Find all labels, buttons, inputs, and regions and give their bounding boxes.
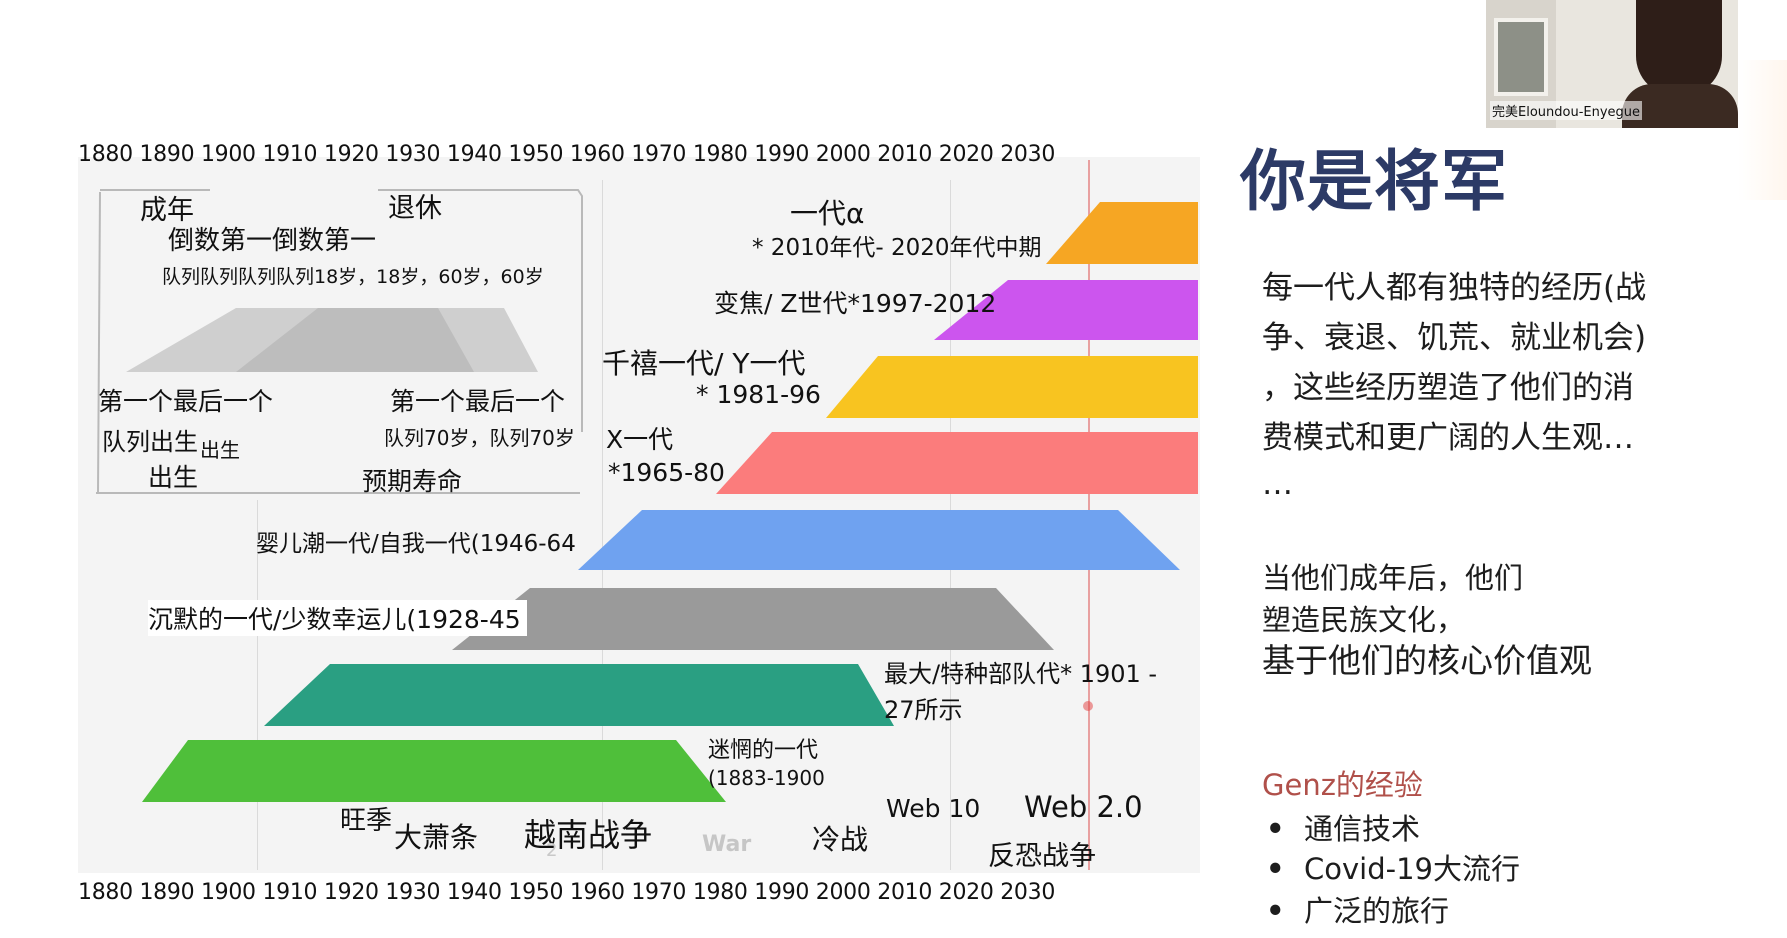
top-year-axis: 1880 1890 1900 1910 1920 1930 1940 1950 … (78, 142, 1056, 167)
bottom-year-axis: 1880 1890 1900 1910 1920 1930 1940 1950 … (78, 880, 1056, 905)
gridline-1960 (602, 180, 603, 870)
slide-title: 你是将军 (1240, 143, 1508, 220)
event-anti-terror: 反恐战争 (988, 841, 1096, 872)
boomer-label: 婴儿潮一代/自我一代(1946-64 (256, 531, 576, 557)
para1-line2: 争、衰退、饥荒、就业机会) (1262, 320, 1647, 356)
legend-box-frame (97, 189, 583, 493)
bullet-item-1: • 通信技术 (1266, 806, 1420, 848)
band-millennial (826, 356, 1198, 418)
silent-label: 沉默的一代/少数幸运儿(1928-45 (148, 600, 527, 636)
bullet-text: 广泛的旅行 (1304, 894, 1450, 928)
genx-label: X一代 (606, 425, 674, 454)
para1-line3: ，这些经历塑造了他们的消 (1262, 370, 1634, 406)
participant-head (1636, 0, 1722, 96)
bullet-item-3: • 广泛的旅行 (1266, 888, 1449, 930)
para1-line1: 每一代人都有独特的经历(战 (1262, 270, 1647, 306)
para1-line5: … (1262, 466, 1293, 502)
genz-label: 变焦/ Z世代*1997-2012 (714, 289, 997, 318)
genx-years: *1965-80 (608, 458, 725, 487)
current-year-marker (1083, 701, 1093, 711)
genz-experience-heading: Genz的经验 (1262, 768, 1423, 802)
bullet-text: Covid-19大流行 (1304, 852, 1520, 886)
legend-first-last-right: 第一个最后一个 (390, 387, 566, 416)
band-greatest (264, 664, 894, 726)
alpha-years: * 2010年代- 2020年代中期 (752, 235, 1042, 261)
alpha-label: 一代α (790, 197, 865, 230)
legend-countdown-label: 倒数第一倒数第一 (168, 226, 377, 256)
para1-line4: 费模式和更广阔的人生观… (1262, 420, 1634, 456)
bullet-item-2: • Covid-19大流行 (1266, 846, 1520, 888)
band-lost (142, 740, 726, 802)
video-edge-fade (1738, 60, 1787, 200)
legend-queue-70: 队列70岁，队列70岁 (384, 426, 575, 450)
participant-name-label: 完美Eloundou-Enyegue (1490, 101, 1643, 120)
para2-line2: 塑造民族文化， (1262, 603, 1466, 637)
bullet-text: 通信技术 (1304, 812, 1421, 846)
bullet-dot: • (1266, 812, 1285, 846)
legend-example-core (236, 308, 474, 372)
bullet-dot: • (1266, 852, 1285, 886)
event-war-faint: War (702, 832, 752, 857)
legend-first-last-left: 第一个最后一个 (98, 387, 274, 416)
event-cold-war: 冷战 (812, 823, 869, 856)
greatest-label-line2: 27所示 (884, 696, 963, 724)
participant-video-tile[interactable]: 完美Eloundou-Enyegue (1486, 0, 1738, 128)
para2-line1: 当他们成年后，他们 (1262, 561, 1524, 595)
event-web20: Web 2.0 (1024, 790, 1143, 824)
legend-adult-label: 成年 (140, 195, 194, 226)
band-genx (716, 432, 1198, 494)
band-alpha (1046, 202, 1198, 264)
event-vietnam: 越南战争 (524, 816, 653, 854)
band-genz (934, 280, 1198, 340)
legend-birth-small: 出生 (200, 438, 240, 462)
event-web10: Web 10 (886, 794, 981, 823)
legend-queue-ages: 队列队列队列队列18岁，18岁，60岁，60岁 (162, 266, 544, 288)
band-boomer (578, 510, 1180, 570)
event-depression: 大萧条 (394, 821, 479, 854)
video-background-window (1494, 18, 1548, 96)
legend-birth: 出生 (148, 463, 199, 492)
event-ww-faint: 2 (546, 840, 558, 861)
bullet-dot: • (1266, 894, 1285, 928)
para2-line3: 基于他们的核心价值观 (1262, 641, 1592, 680)
event-boom: 旺季 (340, 806, 393, 836)
lost-label-line2: (1883-1900 (708, 766, 825, 790)
legend-retire-label: 退休 (388, 193, 442, 224)
lost-label-line1: 迷惘的一代 (708, 738, 819, 763)
legend-queue-birth: 队列出生 (102, 428, 198, 456)
millennial-years: * 1981-96 (696, 380, 821, 409)
millennial-label: 千禧一代/ Y一代 (602, 347, 806, 380)
legend-life-expectancy: 预期寿命 (362, 467, 463, 496)
gridline-1920 (257, 500, 258, 870)
greatest-label-line1: 最大/特种部队代* 1901 - (884, 660, 1158, 688)
band-silent (452, 588, 1054, 650)
